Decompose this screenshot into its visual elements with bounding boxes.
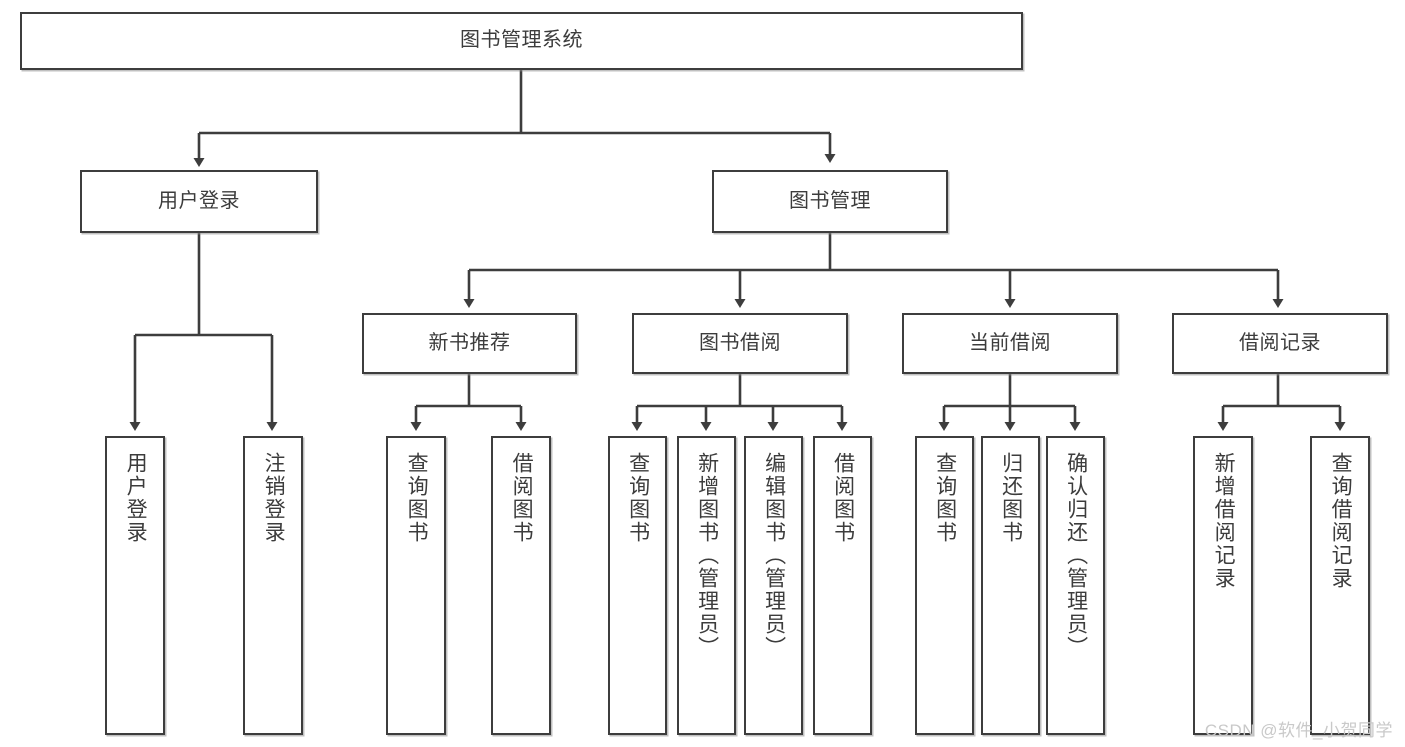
node-label: 用户登录 [158,189,240,212]
leaf-label: 新增图书（管理员） [695,452,719,659]
leaf-label: 借阅图书 [831,452,855,544]
leaf-book-borrow-edit-admin[interactable]: 编辑图书（管理员） [744,436,803,735]
leaf-new-book-query[interactable]: 查询图书 [386,436,446,735]
leaf-new-book-borrow[interactable]: 借阅图书 [491,436,551,735]
node-book-borrow[interactable]: 图书借阅 [632,313,848,374]
node-label: 图书借阅 [699,331,781,354]
leaf-label: 编辑图书（管理员） [762,452,786,659]
leaf-label: 查询图书 [933,452,957,544]
leaf-label: 查询借阅记录 [1329,452,1353,590]
leaf-user-login-login[interactable]: 用户登录 [105,436,165,735]
leaf-label: 新增借阅记录 [1212,452,1236,590]
node-current-borrow[interactable]: 当前借阅 [902,313,1118,374]
node-root-book-management-system[interactable]: 图书管理系统 [20,12,1023,70]
leaf-book-borrow-query[interactable]: 查询图书 [608,436,667,735]
leaf-book-borrow-add-admin[interactable]: 新增图书（管理员） [677,436,736,735]
node-borrow-record[interactable]: 借阅记录 [1172,313,1388,374]
leaf-borrow-record-query[interactable]: 查询借阅记录 [1310,436,1370,735]
leaf-label: 借阅图书 [510,452,534,544]
watermark: CSDN @软件_小贺同学 [1204,721,1393,740]
leaf-user-login-logout[interactable]: 注销登录 [243,436,303,735]
leaf-label: 确认归还（管理员） [1064,452,1088,659]
leaf-book-borrow-borrow[interactable]: 借阅图书 [813,436,872,735]
leaf-label: 归还图书 [999,452,1023,544]
leaf-current-borrow-return[interactable]: 归还图书 [981,436,1040,735]
leaf-label: 查询图书 [405,452,429,544]
node-new-book-recommend[interactable]: 新书推荐 [362,313,577,374]
node-label: 当前借阅 [969,331,1051,354]
leaf-label: 用户登录 [124,452,148,544]
node-label: 新书推荐 [428,331,511,354]
leaf-current-borrow-query[interactable]: 查询图书 [915,436,974,735]
node-label: 图书管理 [789,189,871,212]
leaf-current-borrow-confirm-return-admin[interactable]: 确认归还（管理员） [1046,436,1105,735]
leaf-label: 查询图书 [626,452,650,544]
node-book-management[interactable]: 图书管理 [712,170,948,233]
node-label: 借阅记录 [1239,331,1321,354]
node-label: 图书管理系统 [460,29,583,52]
leaf-borrow-record-add[interactable]: 新增借阅记录 [1193,436,1253,735]
node-user-login[interactable]: 用户登录 [80,170,318,233]
leaf-label: 注销登录 [262,452,286,544]
